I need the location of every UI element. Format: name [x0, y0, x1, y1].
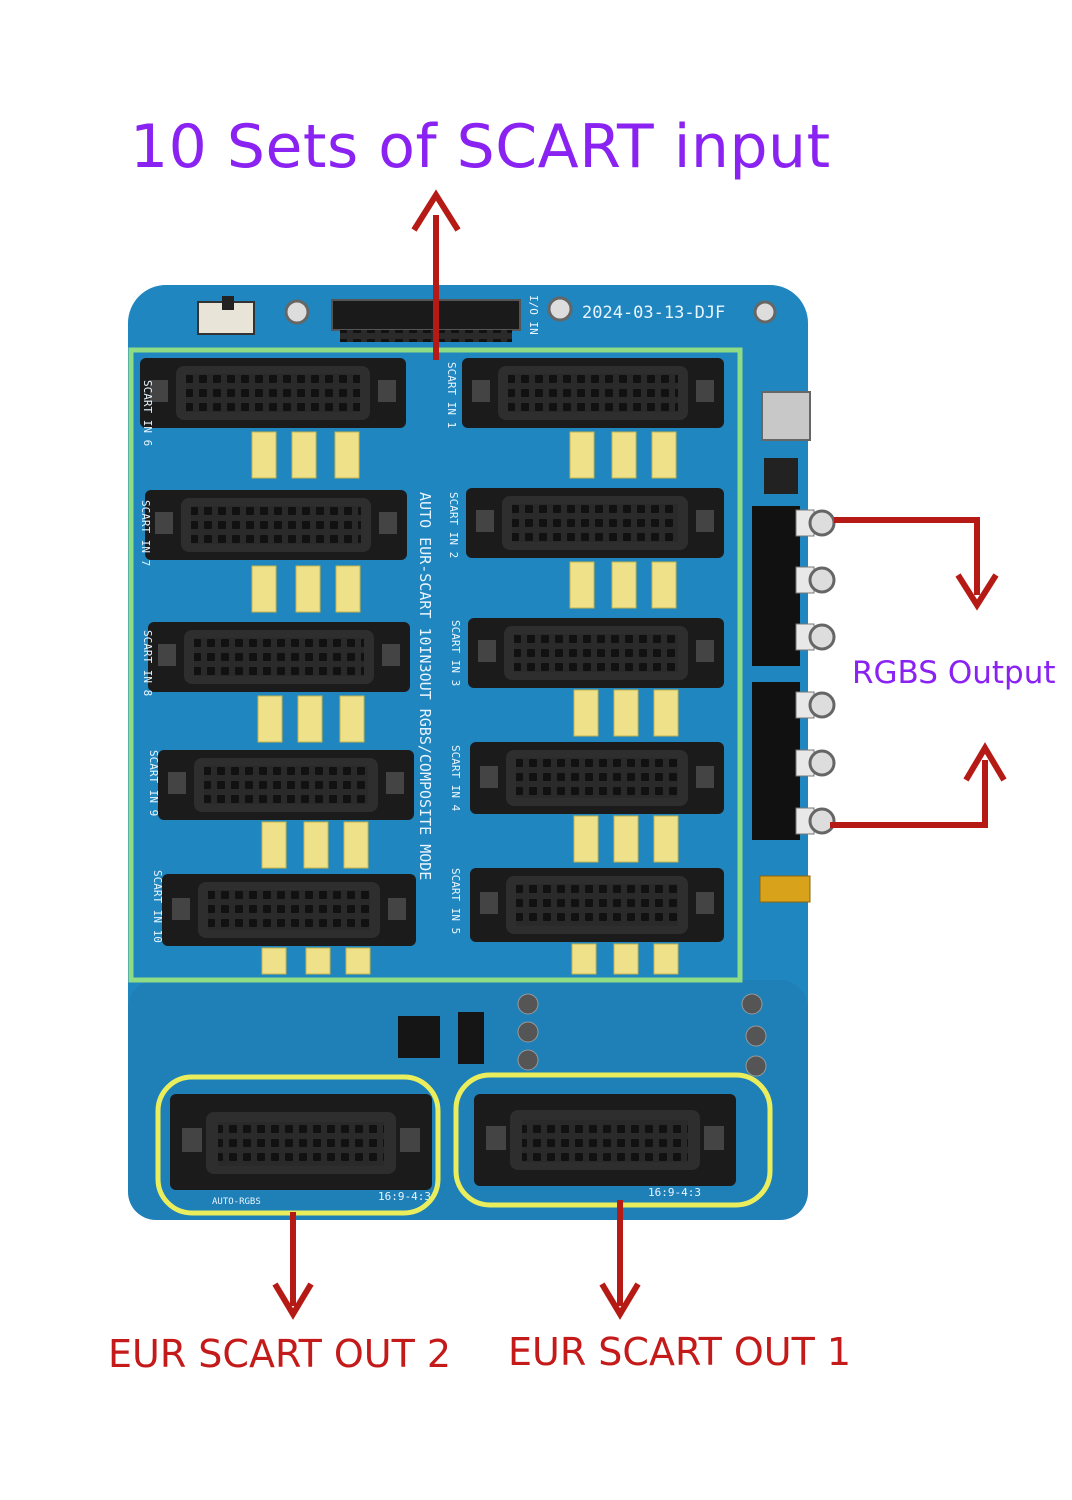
svg-text:SCART IN 1: SCART IN 1: [445, 362, 458, 428]
svg-text:SCART IN 3: SCART IN 3: [449, 620, 462, 686]
output2-highlight-ellipse: [155, 1074, 441, 1216]
rgbs-output-label: RGBS Output: [852, 655, 1056, 691]
svg-text:SCART IN 9: SCART IN 9: [147, 750, 160, 816]
svg-text:SCART IN 6: SCART IN 6: [141, 380, 154, 446]
usb-port: [761, 391, 811, 441]
out2-silk: AUTO-RGBS: [212, 1197, 261, 1207]
scart-output-1: [474, 1094, 736, 1186]
center-silk: AUTO EUR-SCART 10IN3OUT RGBS/COMPOSITE M…: [416, 492, 434, 880]
scart-input-5: [470, 868, 724, 942]
scart-input-6: [140, 358, 406, 428]
scart-input-1: [462, 358, 724, 428]
input-silk-right: SCART IN 1 SCART IN 2 SCART IN 3 SCART I…: [445, 362, 462, 934]
aspect-silk-2: 16:9-4:3: [378, 1190, 431, 1203]
eur-scart-out-2-label: EUR SCART OUT 2: [108, 1332, 452, 1376]
eur-scart-out-1-label: EUR SCART OUT 1: [508, 1330, 852, 1374]
svg-text:SCART IN 10: SCART IN 10: [151, 870, 164, 943]
svg-text:SCART IN 8: SCART IN 8: [141, 630, 154, 696]
capacitor-rows: [251, 431, 679, 975]
svg-text:SCART IN 7: SCART IN 7: [139, 500, 152, 566]
sma-connector: [759, 875, 811, 903]
aspect-silk-1: 16:9-4:3: [648, 1186, 701, 1199]
output1-highlight-ellipse: [453, 1072, 773, 1208]
scart-input-7: [145, 490, 407, 560]
scart-input-2: [466, 488, 724, 558]
ic-chip: [398, 1016, 440, 1058]
rca-block-upper: [752, 506, 836, 666]
scart-input-8: [148, 622, 410, 692]
input-silk-left: SCART IN 6 SCART IN 7 SCART IN 8 SCART I…: [139, 380, 164, 943]
scart-input-9: [158, 750, 414, 820]
scart-input-4: [470, 742, 724, 814]
arrows: [272, 189, 1007, 1320]
io-in-silk: I/O IN: [527, 295, 540, 335]
rca-block-lower: [752, 682, 836, 840]
scart-input-3: [468, 618, 724, 688]
svg-text:SCART IN 5: SCART IN 5: [449, 868, 462, 934]
scart-output-2: [170, 1094, 432, 1190]
date-stamp: 2024-03-13-DJF: [582, 303, 725, 323]
svg-text:SCART IN 2: SCART IN 2: [447, 492, 460, 558]
title-label: 10 Sets of SCART input: [130, 112, 831, 182]
ribbon-header: [331, 299, 521, 331]
scart-input-10: [162, 874, 416, 946]
svg-text:SCART IN 4: SCART IN 4: [449, 745, 462, 812]
